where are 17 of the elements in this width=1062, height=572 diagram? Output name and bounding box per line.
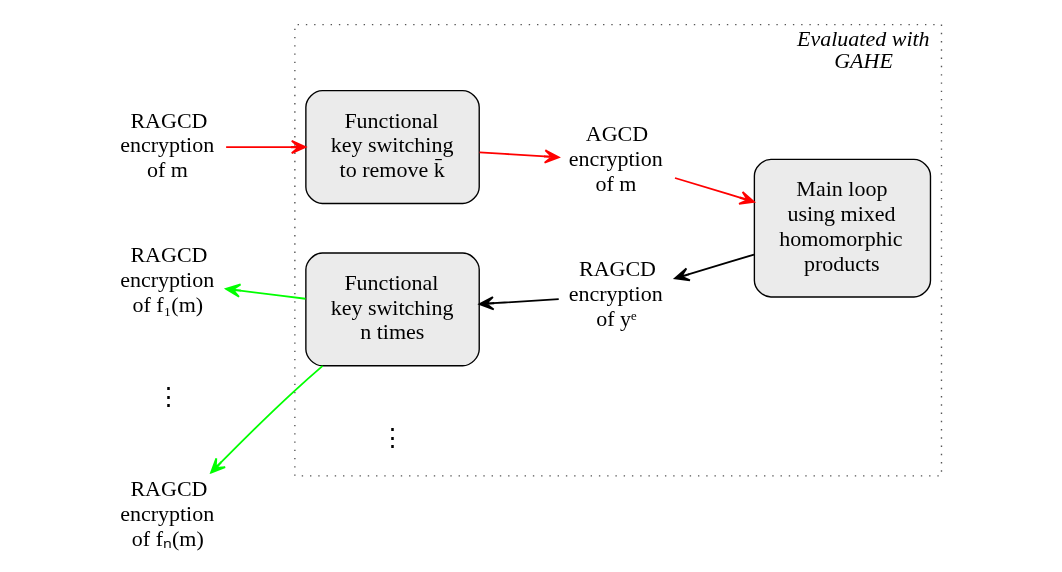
arrow — [224, 283, 306, 300]
label: ⋮ — [379, 424, 405, 452]
node-box: Main loop using mixed homomorphic products — [753, 158, 931, 298]
arrow — [224, 139, 306, 155]
node-box: Functional key switching n times — [304, 252, 480, 367]
node-box: Functional key switching to remove k̄ — [304, 89, 480, 205]
arrow — [673, 177, 755, 205]
node-text: RAGCD encryption of f₁(m) — [119, 242, 214, 317]
label: ⋮ — [155, 382, 181, 410]
arrow — [478, 296, 560, 311]
node-text: AGCD encryption of m — [568, 121, 663, 196]
node-text: RAGCD encryption of yᵉ — [568, 256, 663, 331]
arrow — [478, 149, 560, 164]
arrow — [673, 253, 755, 282]
arrow — [209, 365, 324, 474]
node-text: RAGCD encryption of fₙ(m) — [119, 476, 214, 551]
node-text: RAGCD encryption of m — [119, 107, 214, 183]
